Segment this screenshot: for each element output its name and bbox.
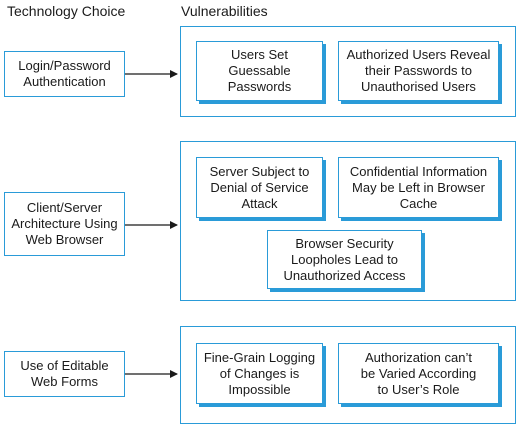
technology-client-server: Client/Server Architecture Using Web Bro… (4, 192, 125, 256)
vulnerability-browser-cache: Confidential Information May be Left in … (338, 157, 499, 218)
vulnerability-denial-of-service: Server Subject to Denial of Service Atta… (196, 157, 323, 218)
vulnerabilities-heading: Vulnerabilities (181, 3, 268, 19)
technology-choice-heading: Technology Choice (7, 3, 126, 19)
vulnerability-browser-loopholes: Browser Security Loopholes Lead to Unaut… (267, 230, 422, 289)
vulnerability-authorization-role: Authorization can’t be Varied According … (338, 343, 499, 404)
technology-editable-web-forms: Use of Editable Web Forms (4, 351, 125, 397)
vulnerability-fine-grain-logging: Fine-Grain Logging of Changes is Impossi… (196, 343, 323, 404)
technology-login-password: Login/Password Authentication (4, 51, 125, 97)
vulnerability-passwords-revealed: Authorized Users Reveal their Passwords … (338, 41, 499, 101)
vulnerability-guessable-passwords: Users Set Guessable Passwords (196, 41, 323, 101)
